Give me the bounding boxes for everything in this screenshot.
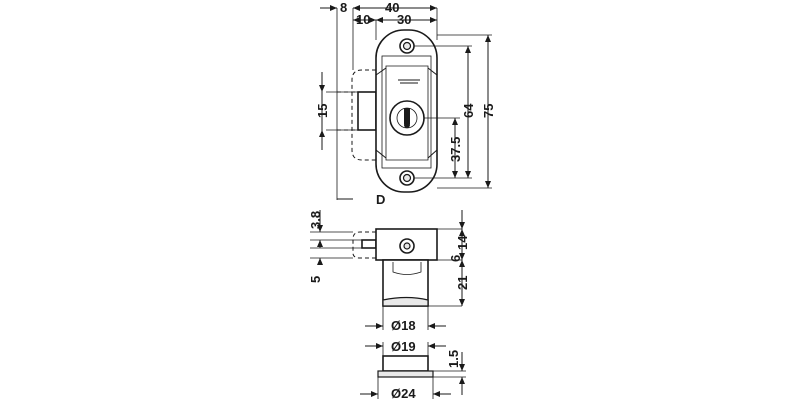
side-bolt [361, 239, 377, 249]
label-d: D [376, 192, 385, 207]
dim-left-top: 3.8 [308, 211, 323, 229]
cylinder-groove [392, 262, 422, 275]
dim-top-inner-left: 10 [356, 12, 370, 27]
collar-sleeve [382, 355, 429, 372]
body-edge [427, 67, 438, 76]
dim-left-height: 15 [315, 104, 330, 118]
latch-slot [398, 79, 420, 84]
dim-right-height: 1.5 [446, 350, 461, 368]
dim-bottom-diameter: Ø24 [391, 386, 416, 400]
keyhole [404, 108, 410, 124]
lock-face-plate [381, 55, 432, 169]
dim-right-inner: 64 [461, 103, 476, 118]
dim-top-left: 8 [340, 0, 347, 15]
front-view: 40 8 10 30 [315, 0, 496, 207]
lock-bolt [357, 91, 377, 131]
bolt-dashed-outline [351, 69, 376, 161]
dim-diameter: Ø18 [391, 318, 416, 333]
collar-flange [377, 370, 434, 378]
dim-top-inner-right: 30 [397, 12, 411, 27]
side-screw-hole [403, 242, 411, 250]
dim-right-overall: 75 [481, 104, 496, 118]
screw-top-hole [402, 41, 412, 51]
dim-right-cyl: 21 [455, 276, 470, 290]
collar-view: Ø19 1.5 Ø24 [360, 339, 466, 400]
dim-top-diameter: Ø19 [391, 339, 416, 354]
lock-inner [385, 65, 429, 161]
dim-top-overall: 40 [385, 0, 399, 15]
body-edge [375, 149, 387, 159]
dim-right-mid: 6 [448, 255, 463, 262]
screw-bottom-hole [402, 173, 412, 183]
side-view: 3.8 5 14 6 21 Ø18 [308, 210, 470, 333]
cylinder-end [382, 296, 429, 307]
body-edge [427, 149, 438, 159]
dim-right-lower: 37.5 [448, 137, 463, 162]
body-edge [375, 67, 387, 76]
dim-left-bottom: 5 [308, 276, 323, 283]
dim-right-top: 14 [455, 235, 470, 250]
keyhole-pin [404, 122, 410, 128]
